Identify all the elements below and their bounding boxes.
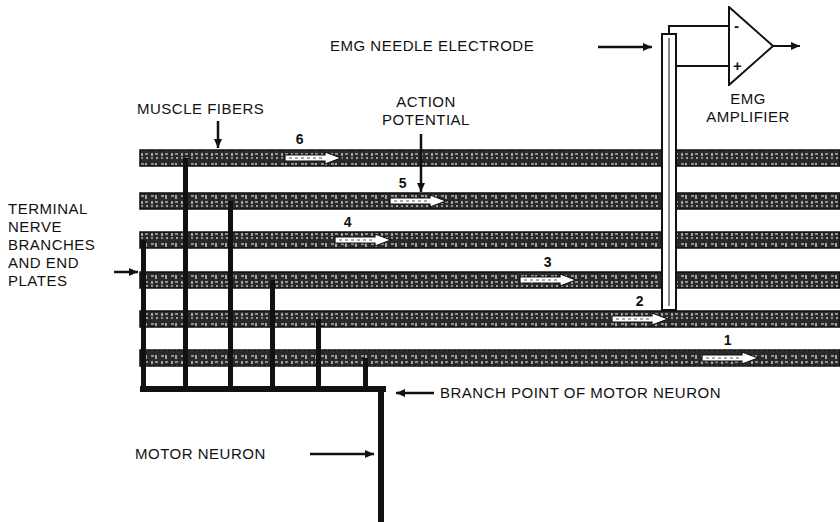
callout-number: 5 (399, 175, 407, 191)
drawing-stroke (310, 453, 374, 456)
muscle-fiber (140, 272, 840, 288)
drawing-stroke (270, 280, 275, 390)
muscle-fiber (140, 232, 840, 248)
part-label: BRANCH POINT OF MOTOR NEURON (440, 384, 721, 402)
muscle-fibers (140, 150, 840, 366)
drawing-stroke (420, 134, 423, 192)
muscle-fiber (140, 193, 840, 209)
drawing-stroke (114, 271, 138, 274)
drawing-stroke (228, 201, 233, 390)
action-potential-arrow (612, 313, 668, 325)
amplifier-symbol: -+ (728, 6, 774, 86)
action-potential-arrow (335, 234, 391, 246)
action-potential-mark (289, 158, 323, 159)
needle-electrode (662, 34, 676, 310)
part-label: TERMINAL NERVE BRANCHES AND END PLATES (8, 200, 110, 290)
input-sign: - (734, 18, 739, 34)
part-label: ACTION POTENTIAL (371, 93, 481, 129)
callout-number: 1 (724, 332, 732, 348)
action-potential-arrow (702, 352, 758, 364)
part-label: MOTOR NEURON (135, 445, 266, 463)
action-potential-mark (339, 240, 373, 241)
drawing-stroke (662, 34, 676, 310)
drawing-stroke (772, 45, 800, 47)
drawing-stroke (140, 386, 386, 392)
callout-number: 6 (296, 131, 304, 147)
action-potential-mark (394, 201, 428, 202)
part-label: MUSCLE FIBERS (137, 100, 264, 118)
action-potential-mark (706, 358, 740, 359)
action-potential-mark (616, 319, 650, 320)
drawing-stroke (183, 158, 188, 390)
amplifier-triangle (729, 7, 773, 85)
drawing-stroke (676, 65, 730, 67)
drawing-stroke (363, 358, 368, 390)
muscle-fiber (140, 350, 840, 366)
drawing-stroke (141, 240, 146, 390)
callout-number: 3 (544, 254, 552, 270)
drawing-stroke (378, 386, 384, 522)
action-potential-mark (524, 280, 558, 281)
part-label: EMG AMPLIFIER (700, 90, 796, 126)
action-potential-arrow (520, 274, 576, 286)
action-potential-arrow (390, 195, 446, 207)
drawing-stroke (316, 319, 321, 390)
action-potentials (285, 152, 758, 364)
callout-number: 2 (636, 293, 644, 309)
muscle-fiber (140, 311, 840, 327)
action-potential-arrow (285, 152, 341, 164)
drawing-stroke (598, 46, 652, 49)
motor-neuron (140, 158, 386, 522)
part-label: EMG NEEDLE ELECTRODE (330, 37, 534, 55)
drawing-stroke (396, 392, 434, 395)
drawing-stroke (669, 38, 670, 306)
drawing-stroke (217, 121, 220, 148)
drawing-stroke (669, 26, 730, 34)
callout-number: 4 (344, 214, 352, 230)
input-sign: + (733, 58, 742, 74)
muscle-fiber (140, 150, 840, 166)
